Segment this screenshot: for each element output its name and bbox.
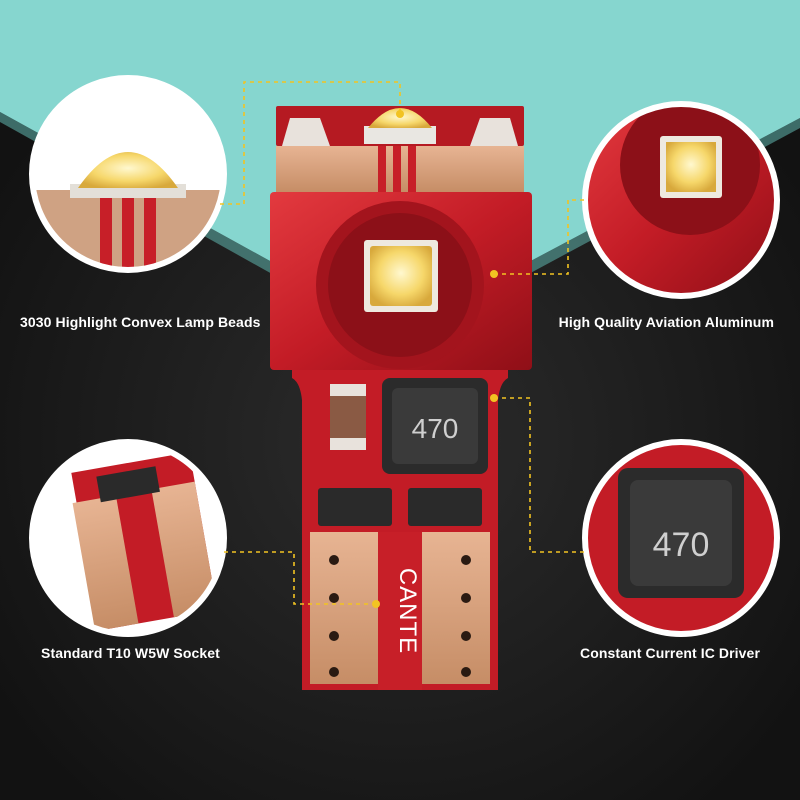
bulb-top-notch-right: [470, 118, 518, 146]
bulb-top-stripes: [378, 146, 416, 192]
brand-mark: CANTE: [394, 568, 421, 654]
diode-left: [318, 488, 392, 526]
driver-inductor-code: 470: [653, 526, 710, 564]
socket-pad-right: [422, 532, 490, 684]
socket-brand-strip: [378, 532, 422, 690]
detail-circle-socket: [29, 439, 227, 637]
feature-label-socket: Standard T10 W5W Socket: [41, 645, 220, 661]
feature-label-driver: Constant Current IC Driver: [580, 645, 760, 661]
inductor-code: 470: [412, 413, 459, 444]
bulb-top-notch-left: [282, 118, 330, 146]
t10-led-bulb: 470 CANTE: [270, 106, 532, 690]
detail-circle-driver: 470: [582, 439, 780, 637]
feature-label-lamp-beads: 3030 Highlight Convex Lamp Beads: [20, 314, 261, 330]
detail-circle-aluminum: [582, 101, 780, 299]
socket-pad-left: [310, 532, 378, 684]
diode-right: [408, 488, 482, 526]
feature-label-aluminum: High Quality Aviation Aluminum: [558, 314, 774, 330]
callout-lines: [220, 81, 585, 605]
detail-circle-lamp-bead: [29, 75, 227, 273]
callout-dots: [372, 110, 498, 608]
socket-holes: [329, 555, 471, 677]
